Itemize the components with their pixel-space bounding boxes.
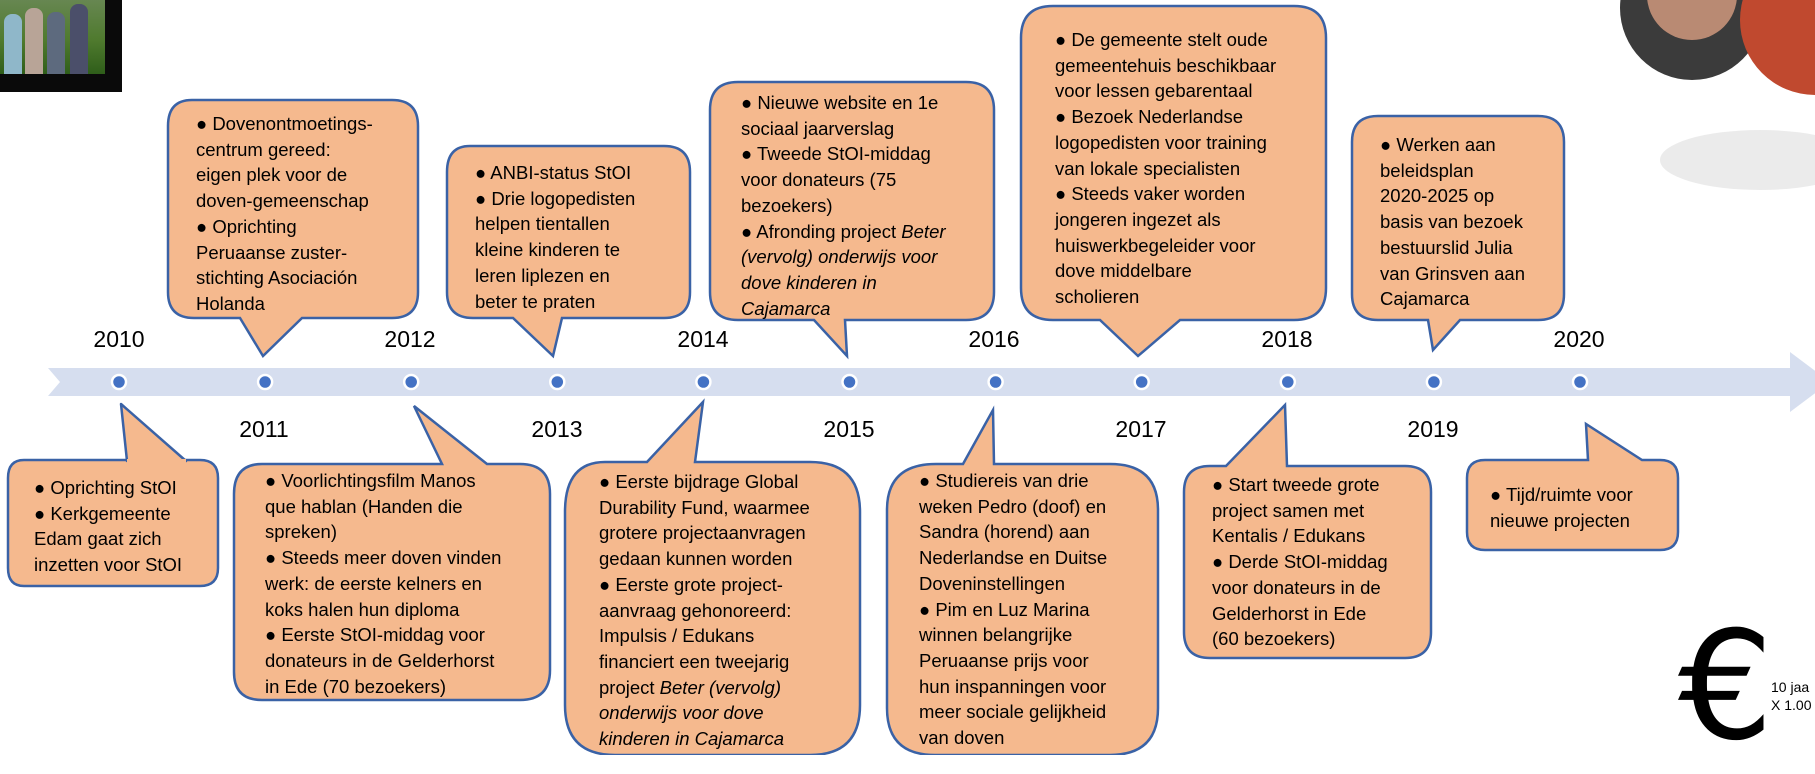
- event-text-2015: ● Nieuwe website en 1e sociaal jaarversl…: [741, 92, 946, 319]
- timeline-dot-2019: [1425, 373, 1443, 391]
- callout-2018: [1182, 402, 1433, 660]
- event-text-2018: ● Start tweede grote project samen met K…: [1212, 474, 1388, 650]
- event-text-2016: ● Studiereis van drie weken Pedro (doof)…: [919, 470, 1108, 749]
- portrait-2: [1740, 0, 1815, 95]
- year-label-2011: 2011: [239, 416, 289, 442]
- year-label-2016: 2016: [968, 326, 1020, 352]
- callout-2017: [1019, 4, 1328, 358]
- callout-2020: [1465, 421, 1680, 552]
- year-label-2014: 2014: [677, 326, 729, 352]
- callout-2019: [1350, 114, 1566, 353]
- event-text-2013: ● ANBI-status StOI ● Drie logopedisten h…: [475, 162, 636, 312]
- timeline-dot-2011: [256, 373, 274, 391]
- group-photo-image: [0, 0, 105, 74]
- portrait-1-face: [1647, 0, 1737, 40]
- euro-note: 10 jaa X 1.00: [1771, 679, 1812, 713]
- year-label-2018: 2018: [1261, 326, 1313, 352]
- timeline-arrow: [48, 352, 1815, 412]
- event-text-2019: ● Werken aan beleidsplan 2020-2025 op ba…: [1380, 134, 1526, 310]
- timeline-dot-2012: [402, 373, 420, 391]
- timeline-dot-2013: [549, 373, 566, 391]
- timeline-dot-2020: [1571, 373, 1589, 391]
- callout-2013: [445, 144, 692, 359]
- group-photo: [0, 0, 122, 92]
- year-label-2017: 2017: [1115, 416, 1167, 442]
- year-label-2013: 2013: [531, 416, 583, 442]
- year-label-2015: 2015: [823, 416, 875, 442]
- year-label-2019: 2019: [1407, 416, 1459, 442]
- callout-2010-tail: [119, 402, 188, 463]
- callout-2012: [232, 405, 552, 702]
- timeline-canvas: [6, 0, 1815, 755]
- callout-2011: [166, 98, 420, 358]
- euro-icon: €: [1678, 600, 1774, 774]
- timeline-dot-2016: [987, 373, 1004, 391]
- timeline-dot-2017: [1133, 373, 1150, 391]
- event-text-2010: ● Oprichting StOI ● Kerkgemeente Edam ga…: [34, 477, 183, 576]
- event-text-2011: ● Dovenontmoetings- centrum gereed: eige…: [196, 113, 373, 314]
- year-label-2012: 2012: [384, 326, 436, 352]
- event-text-2014: ● Eerste bijdrage Global Durability Fund…: [599, 471, 810, 750]
- year-label-2020: 2020: [1553, 326, 1605, 352]
- event-text-2012: ● Voorlichtingsfilm Manos que hablan (Ha…: [265, 470, 502, 697]
- timeline-dots: [110, 373, 1589, 391]
- timeline-dot-2015: [841, 373, 858, 391]
- callout-2010: [6, 458, 220, 588]
- event-text-2020: ● Tijd/ruimte voor nieuwe projecten: [1490, 484, 1633, 531]
- year-label-2010: 2010: [93, 326, 145, 352]
- callout-2015: [708, 80, 996, 360]
- timeline-dot-2010: [110, 373, 128, 391]
- portrait-shadow: [1660, 130, 1815, 190]
- timeline-dot-2014: [695, 373, 712, 391]
- event-text-2017: ● De gemeente stelt oude gemeentehuis be…: [1055, 29, 1277, 308]
- timeline-dot-2018: [1279, 373, 1297, 391]
